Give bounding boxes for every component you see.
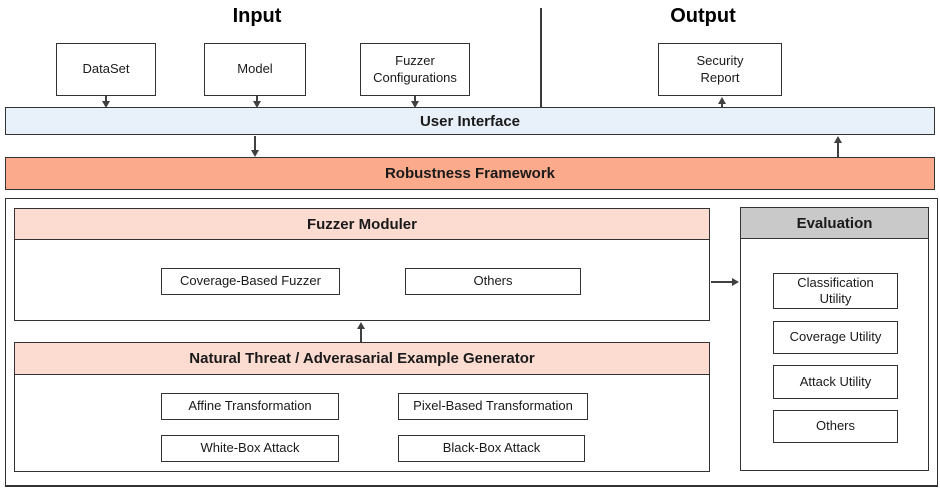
fuzzer-configurations-box: Fuzzer Configurations xyxy=(360,43,470,96)
arrowhead-down-icon xyxy=(251,150,259,157)
white-box-attack-label: White-Box Attack xyxy=(200,440,300,456)
fuzzer-moduler-title: Fuzzer Moduler xyxy=(306,215,417,233)
coverage-utility-box: Coverage Utility xyxy=(773,321,898,354)
white-box-attack-box: White-Box Attack xyxy=(161,435,339,462)
coverage-utility-label: Coverage Utility xyxy=(789,329,882,345)
affine-transformation-box: Affine Transformation xyxy=(161,393,339,420)
arrowhead-down-icon xyxy=(253,101,261,108)
dataset-box-label: DataSet xyxy=(82,61,130,77)
classification-utility-box: Classification Utility xyxy=(773,273,898,309)
evaluation-section: Evaluation Classification Utility Covera… xyxy=(740,207,929,471)
coverage-based-fuzzer-label: Coverage-Based Fuzzer xyxy=(180,273,321,289)
classification-utility-label: Classification Utility xyxy=(797,274,874,306)
security-report-box: Security Report xyxy=(658,43,782,96)
fuzzer-others-box: Others xyxy=(405,268,581,295)
fuzzer-configurations-box-label: Fuzzer Configurations xyxy=(373,53,457,85)
arrowhead-down-icon xyxy=(102,101,110,108)
input-section-title: Input xyxy=(232,5,282,27)
fuzzer-moduler-section: Fuzzer Moduler Coverage-Based Fuzzer Oth… xyxy=(14,208,710,321)
model-box-label: Model xyxy=(237,61,273,77)
security-report-box-label: Security Report xyxy=(696,53,744,85)
dataset-box: DataSet xyxy=(56,43,156,96)
fuzzer-moduler-header: Fuzzer Moduler xyxy=(15,209,709,240)
arrowhead-right-icon xyxy=(732,278,739,286)
robustness-framework-bar-label: Robustness Framework xyxy=(384,165,556,182)
model-box: Model xyxy=(204,43,306,96)
arrowhead-up-icon xyxy=(357,322,365,329)
example-generator-header: Natural Threat / Adverasarial Example Ge… xyxy=(15,343,709,375)
arrowhead-up-icon xyxy=(718,97,726,104)
robustness-framework-bar: Robustness Framework xyxy=(5,157,935,190)
evaluation-others-box: Others xyxy=(773,410,898,443)
example-generator-title: Natural Threat / Adverasarial Example Ge… xyxy=(189,350,535,367)
affine-transformation-label: Affine Transformation xyxy=(188,398,312,414)
user-interface-bar: User Interface xyxy=(5,107,935,135)
example-generator-section: Natural Threat / Adverasarial Example Ge… xyxy=(14,342,710,472)
user-interface-bar-label: User Interface xyxy=(419,112,521,130)
evaluation-title: Evaluation xyxy=(796,214,873,232)
evaluation-header: Evaluation xyxy=(741,208,928,239)
attack-utility-label: Attack Utility xyxy=(799,373,872,389)
input-output-divider-line xyxy=(540,8,542,108)
arrowhead-down-icon xyxy=(411,101,419,108)
black-box-attack-box: Black-Box Attack xyxy=(398,435,585,462)
fuzzer-others-label: Others xyxy=(473,273,513,289)
pixel-based-transformation-box: Pixel-Based Transformation xyxy=(398,393,588,420)
black-box-attack-label: Black-Box Attack xyxy=(442,440,541,456)
coverage-based-fuzzer-box: Coverage-Based Fuzzer xyxy=(161,268,340,295)
attack-utility-box: Attack Utility xyxy=(773,365,898,399)
pixel-based-transformation-label: Pixel-Based Transformation xyxy=(413,398,573,414)
output-section-title: Output xyxy=(670,5,736,27)
evaluation-others-label: Others xyxy=(815,418,855,434)
arrowhead-up-icon xyxy=(834,136,842,143)
